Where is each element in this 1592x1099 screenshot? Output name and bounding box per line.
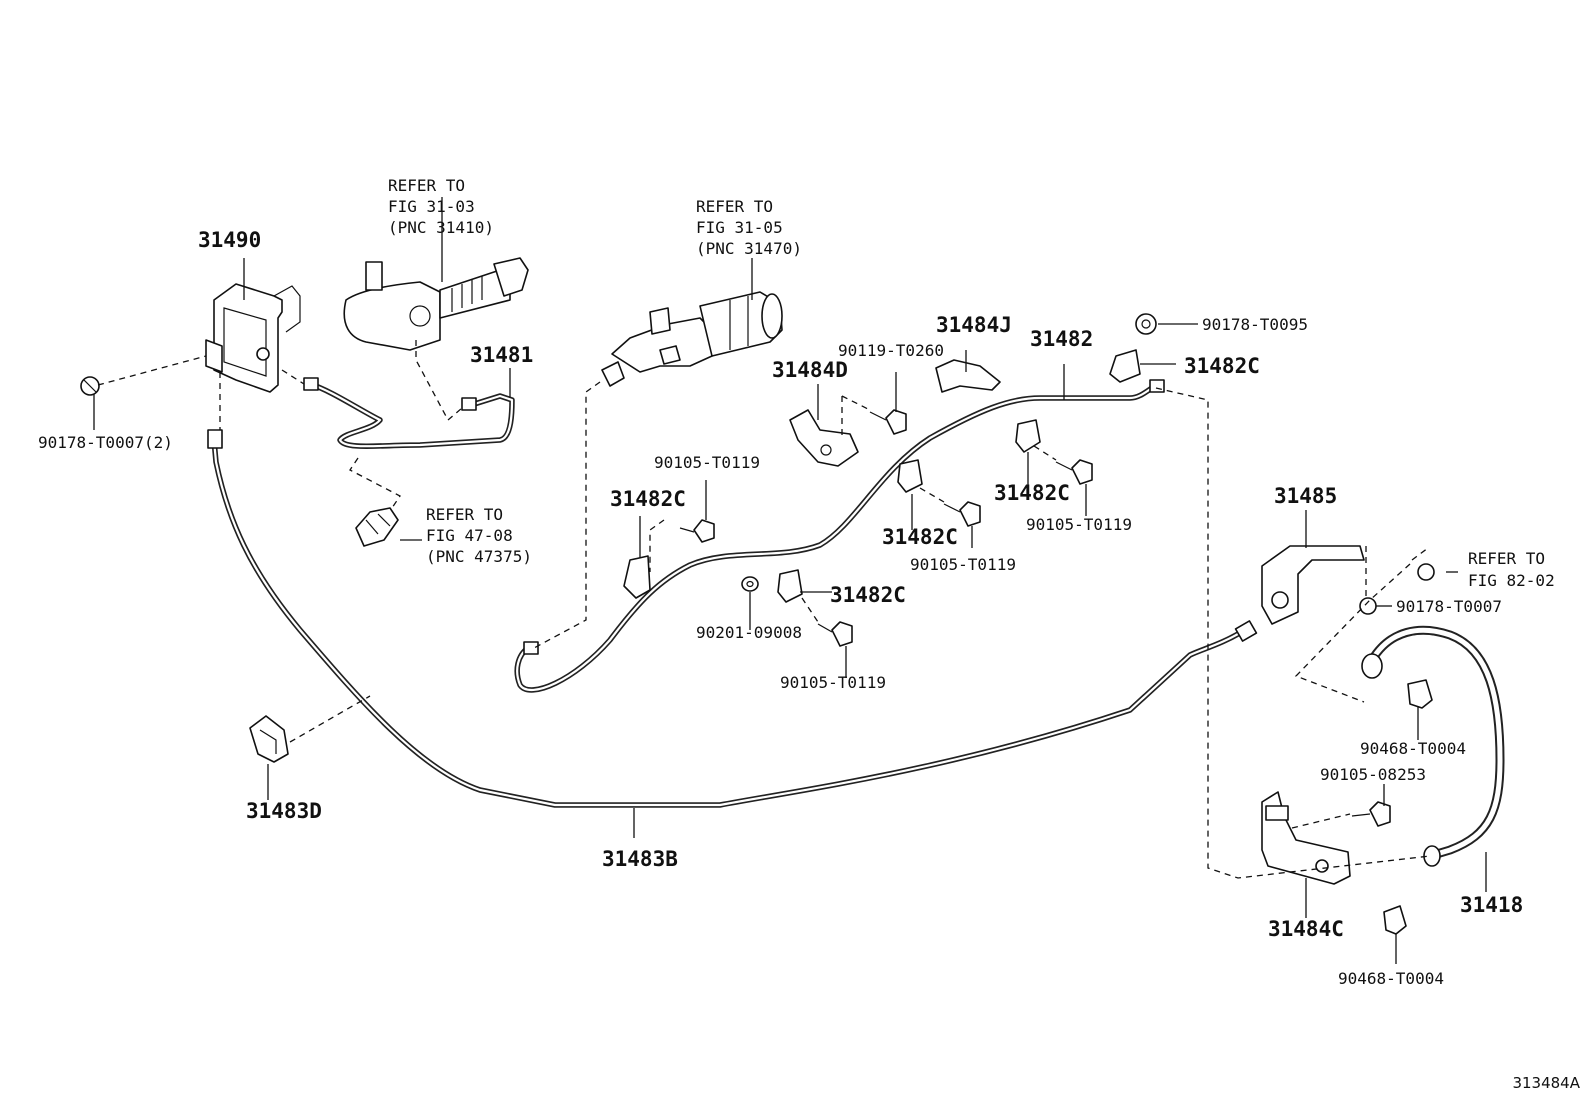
bolt-90105-t0119-c xyxy=(943,501,981,527)
label-31482c-d: 31482C xyxy=(882,525,958,549)
ref-fig-31-03-line1: REFER TO xyxy=(388,176,465,195)
hose-31418 xyxy=(1367,625,1505,861)
clip-ref-47-08 xyxy=(355,507,399,547)
label-90105-08253: 90105-08253 xyxy=(1320,765,1426,784)
ref-fig-31-05-line3: (PNC 31470) xyxy=(696,239,802,258)
clamp-31482c-d xyxy=(897,459,923,493)
washer-90201-09008 xyxy=(741,576,759,592)
pipe-fittings xyxy=(207,377,1441,867)
label-90105-t0119-c: 90105-T0119 xyxy=(910,555,1016,574)
label-90178-t0007-2: 90178-T0007(2) xyxy=(38,433,173,452)
clip-90468-t0004-b xyxy=(1383,905,1407,935)
label-31418: 31418 xyxy=(1460,893,1523,917)
bolt-90105-t0119-b xyxy=(1055,459,1093,485)
ref-fig-31-03-line3: (PNC 31410) xyxy=(388,218,494,237)
label-31482c-c: 31482C xyxy=(994,481,1070,505)
label-31485: 31485 xyxy=(1274,484,1337,508)
label-31482c-a: 31482C xyxy=(610,487,686,511)
label-31481: 31481 xyxy=(470,343,533,367)
label-31482c-b: 31482C xyxy=(1184,354,1260,378)
reservoir-31490 xyxy=(205,283,301,393)
label-31482c-e: 31482C xyxy=(830,583,906,607)
bracket-31484c xyxy=(1261,791,1351,885)
nut-90178-t0007 xyxy=(1359,563,1435,615)
bracket-31485 xyxy=(1261,545,1365,625)
label-90119-t0260: 90119-T0260 xyxy=(838,341,944,360)
label-90105-t0119-d: 90105-T0119 xyxy=(780,673,886,692)
bolt-90105-t0119-d xyxy=(817,621,853,647)
label-31484d: 31484D xyxy=(772,358,848,382)
ref-fig-82-02-line2: FIG 82-02 xyxy=(1468,571,1555,590)
dashed-reference-lines xyxy=(97,340,1431,879)
ref-fig-31-03-line2: FIG 31-03 xyxy=(388,197,475,216)
part-number-labels: 31490 31481 90178-T0007(2) 31483D 31483B… xyxy=(38,228,1523,988)
ref-fig-47-08-line3: (PNC 47375) xyxy=(426,547,532,566)
ref-fig-47-08-line2: FIG 47-08 xyxy=(426,526,513,545)
label-31483b: 31483B xyxy=(602,847,678,871)
pipe-31482 xyxy=(514,383,1158,693)
clamp-31482c-b xyxy=(623,555,651,599)
label-90201-09008: 90201-09008 xyxy=(696,623,802,642)
figure-id: 313484A xyxy=(1512,1074,1580,1092)
label-90468-t0004-b: 90468-T0004 xyxy=(1338,969,1444,988)
clamp-31482c-a xyxy=(1109,349,1141,383)
label-31483d: 31483D xyxy=(246,799,322,823)
clamp-31482c-e xyxy=(777,569,803,603)
ref-fig-31-05-line1: REFER TO xyxy=(696,197,773,216)
label-90105-t0119-b: 90105-T0119 xyxy=(1026,515,1132,534)
release-cylinder-ref xyxy=(601,291,783,387)
bolt-90105-08253 xyxy=(1351,801,1391,827)
clamp-31482c-c xyxy=(1015,419,1041,453)
nut-90178-t0095 xyxy=(1135,313,1157,335)
label-31484j: 31484J xyxy=(936,313,1012,337)
bracket-31484j xyxy=(935,359,1001,393)
label-31484c: 31484C xyxy=(1268,917,1344,941)
master-cylinder-ref xyxy=(343,257,529,351)
label-31490: 31490 xyxy=(198,228,261,252)
label-90178-t0007: 90178-T0007 xyxy=(1396,597,1502,616)
ref-fig-82-02-line1: REFER TO xyxy=(1468,549,1545,568)
bolt-90119-t0260 xyxy=(869,409,907,435)
ref-fig-31-05-line2: FIG 31-05 xyxy=(696,218,783,237)
clip-31483d xyxy=(249,715,289,763)
label-31482: 31482 xyxy=(1030,327,1093,351)
bolt-90105-t0119-a xyxy=(679,519,715,543)
reference-labels: REFER TO FIG 31-03 (PNC 31410) REFER TO … xyxy=(388,176,1555,590)
pipe-31483b xyxy=(211,437,1248,808)
label-90178-t0095: 90178-T0095 xyxy=(1202,315,1308,334)
label-90105-t0119-a: 90105-T0119 xyxy=(654,453,760,472)
pipe-31481 xyxy=(307,381,515,449)
nut-90178-t0007-2 xyxy=(80,376,100,396)
bracket-31484d xyxy=(789,409,859,467)
leader-lines xyxy=(93,197,1487,964)
ref-fig-47-08-line1: REFER TO xyxy=(426,505,503,524)
clip-90468-t0004-a xyxy=(1407,679,1433,709)
label-90468-t0004-a: 90468-T0004 xyxy=(1360,739,1466,758)
